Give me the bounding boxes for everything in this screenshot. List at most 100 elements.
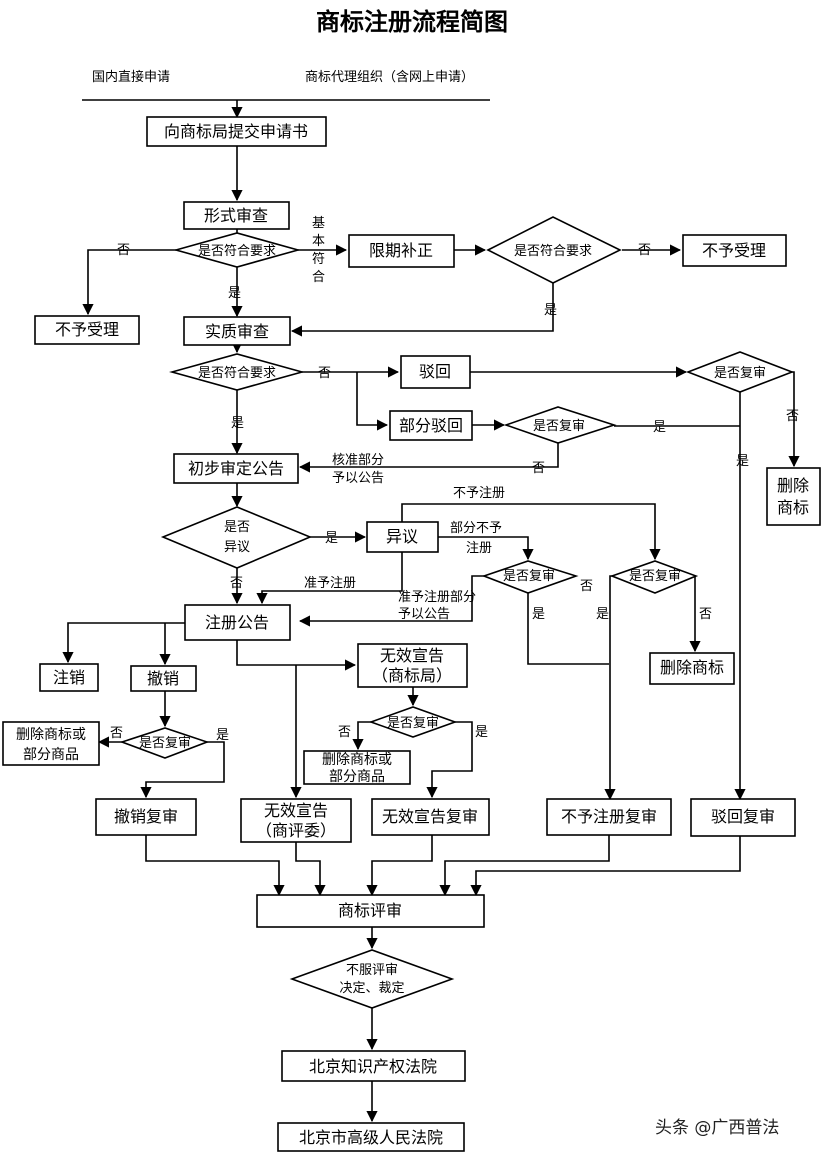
- label-deny-reg: 不予注册: [453, 486, 505, 501]
- box-invalid-review: 无效宣告复审: [371, 798, 490, 836]
- svg-text:限期补正: 限期补正: [369, 241, 433, 260]
- svg-text:部分商品: 部分商品: [329, 769, 385, 785]
- diamond-review-revoke: 是否复审: [119, 727, 210, 759]
- box-board-review: 商标评审: [256, 894, 485, 928]
- svg-text:驳回: 驳回: [419, 362, 451, 381]
- label-approve-reg: 准予注册: [304, 576, 356, 591]
- svg-text:是否符合要求: 是否符合要求: [514, 243, 592, 259]
- label-no: 否: [230, 576, 243, 591]
- box-delete-mark-1: 删除商标: [766, 467, 821, 526]
- connectors: [62, 99, 800, 1123]
- label-approve-partial: 核准部分: [332, 453, 384, 468]
- box-formal-review: 形式审查: [183, 201, 290, 230]
- label-basic: 合: [312, 270, 325, 285]
- box-reg-announcement: 注册公告: [184, 604, 291, 641]
- svg-text:是否复审: 是否复审: [629, 569, 681, 584]
- svg-text:不予注册复审: 不予注册复审: [561, 807, 657, 826]
- label-approve-reg-partial: 准予注册部分: [398, 590, 476, 605]
- svg-text:撤销复审: 撤销复审: [114, 807, 178, 826]
- source-agent: 商标代理组织（含网上申请）: [305, 69, 474, 85]
- svg-text:是否: 是否: [224, 520, 250, 535]
- label-approve-reg-partial: 予以公告: [398, 607, 450, 622]
- svg-text:部分驳回: 部分驳回: [399, 416, 463, 435]
- label-no: 否: [699, 607, 712, 622]
- box-deny-reg-review: 不予注册复审: [546, 798, 672, 836]
- label-basic: 基: [312, 216, 325, 231]
- svg-text:是否符合要求: 是否符合要求: [198, 365, 276, 381]
- diamond-formal-check: 是否符合要求: [173, 232, 301, 268]
- svg-text:不予受理: 不予受理: [702, 241, 766, 260]
- box-revoke: 撤销: [130, 665, 197, 692]
- diamond-review-opp-partial: 是否复审: [481, 560, 579, 594]
- label-yes: 是: [544, 303, 557, 318]
- box-delete-or-partial-1: 删除商标或 部分商品: [2, 721, 100, 766]
- label-no: 否: [638, 243, 651, 258]
- box-correction: 限期补正: [348, 234, 455, 268]
- label-no: 否: [117, 243, 130, 258]
- svg-text:撤销: 撤销: [147, 669, 179, 688]
- label-no: 否: [338, 725, 351, 740]
- box-partial-rejection: 部分驳回: [389, 410, 473, 441]
- svg-text:无效宣告复审: 无效宣告复审: [382, 807, 478, 826]
- label-yes: 是: [228, 286, 241, 301]
- svg-text:实质审查: 实质审查: [205, 322, 269, 341]
- label-yes: 是: [653, 420, 666, 435]
- svg-text:无效宣告: 无效宣告: [264, 801, 328, 820]
- chart-title: 商标注册流程简图: [316, 7, 508, 36]
- svg-text:驳回复审: 驳回复审: [711, 807, 775, 826]
- svg-text:不服评审: 不服评审: [346, 963, 398, 978]
- box-ip-court: 北京知识产权法院: [281, 1050, 466, 1082]
- label-basic: 本: [312, 234, 325, 249]
- svg-text:北京市高级人民法院: 北京市高级人民法院: [299, 1128, 443, 1147]
- box-reject-accept-2: 不予受理: [682, 234, 787, 267]
- svg-text:删除商标: 删除商标: [660, 658, 724, 677]
- edge-labels: 否 是 基 本 符 合 否 是 否 是 是 否 是 否 核准部分 予以公告 是 …: [110, 216, 799, 743]
- diamond-review-reject: 是否复审: [685, 351, 795, 393]
- box-submit: 向商标局提交申请书: [146, 116, 327, 147]
- diamond-review-opp-deny: 是否复审: [609, 560, 699, 594]
- box-high-court: 北京市高级人民法院: [277, 1122, 465, 1152]
- source-direct: 国内直接申请: [92, 69, 170, 85]
- diamond-disagree-check: 不服评审 决定、裁定: [289, 949, 455, 1009]
- svg-text:（商评委）: （商评委）: [256, 821, 336, 840]
- label-partial-deny: 注册: [466, 541, 492, 556]
- label-yes: 是: [532, 607, 545, 622]
- svg-text:决定、裁定: 决定、裁定: [339, 980, 404, 996]
- watermark: 头条 @广西普法: [655, 1118, 779, 1138]
- svg-text:是否复审: 是否复审: [139, 736, 191, 751]
- diamond-substantive-check: 是否符合要求: [169, 353, 305, 391]
- box-delete-mark-2: 删除商标: [649, 652, 735, 685]
- svg-text:是否复审: 是否复审: [533, 419, 585, 434]
- svg-text:删除商标或: 删除商标或: [16, 727, 86, 743]
- svg-text:是否符合要求: 是否符合要求: [198, 243, 276, 259]
- label-no: 否: [786, 409, 799, 424]
- svg-text:北京知识产权法院: 北京知识产权法院: [309, 1057, 437, 1076]
- box-delete-or-partial-2: 删除商标或 部分商品: [303, 750, 411, 785]
- box-invalid-office: 无效宣告 （商标局）: [357, 643, 468, 688]
- label-no: 否: [580, 579, 593, 594]
- svg-text:商标评审: 商标评审: [338, 901, 402, 920]
- box-revoke-review: 撤销复审: [95, 798, 197, 836]
- svg-text:不予受理: 不予受理: [55, 320, 119, 339]
- label-basic: 符: [312, 251, 325, 267]
- box-opposition: 异议: [366, 521, 439, 553]
- box-reject-review: 驳回复审: [690, 798, 796, 837]
- label-no: 否: [110, 726, 123, 741]
- svg-text:注销: 注销: [53, 668, 85, 687]
- diamond-review-partial: 是否复审: [503, 406, 617, 444]
- diamond-review-invalid: 是否复审: [368, 706, 458, 738]
- svg-text:注册公告: 注册公告: [205, 613, 269, 632]
- svg-text:删除商标: 删除商标: [777, 476, 809, 517]
- svg-text:初步审定公告: 初步审定公告: [188, 459, 284, 478]
- label-no: 否: [318, 366, 331, 381]
- box-substantive-review: 实质审查: [183, 316, 291, 346]
- svg-text:部分商品: 部分商品: [23, 747, 79, 763]
- label-yes: 是: [475, 725, 488, 740]
- box-prelim-announcement: 初步审定公告: [173, 453, 299, 484]
- box-logout: 注销: [39, 663, 99, 692]
- svg-text:向商标局提交申请书: 向商标局提交申请书: [164, 122, 308, 141]
- label-no: 否: [532, 461, 545, 476]
- svg-text:异议: 异议: [224, 540, 250, 555]
- box-reject-accept-1: 不予受理: [34, 315, 140, 345]
